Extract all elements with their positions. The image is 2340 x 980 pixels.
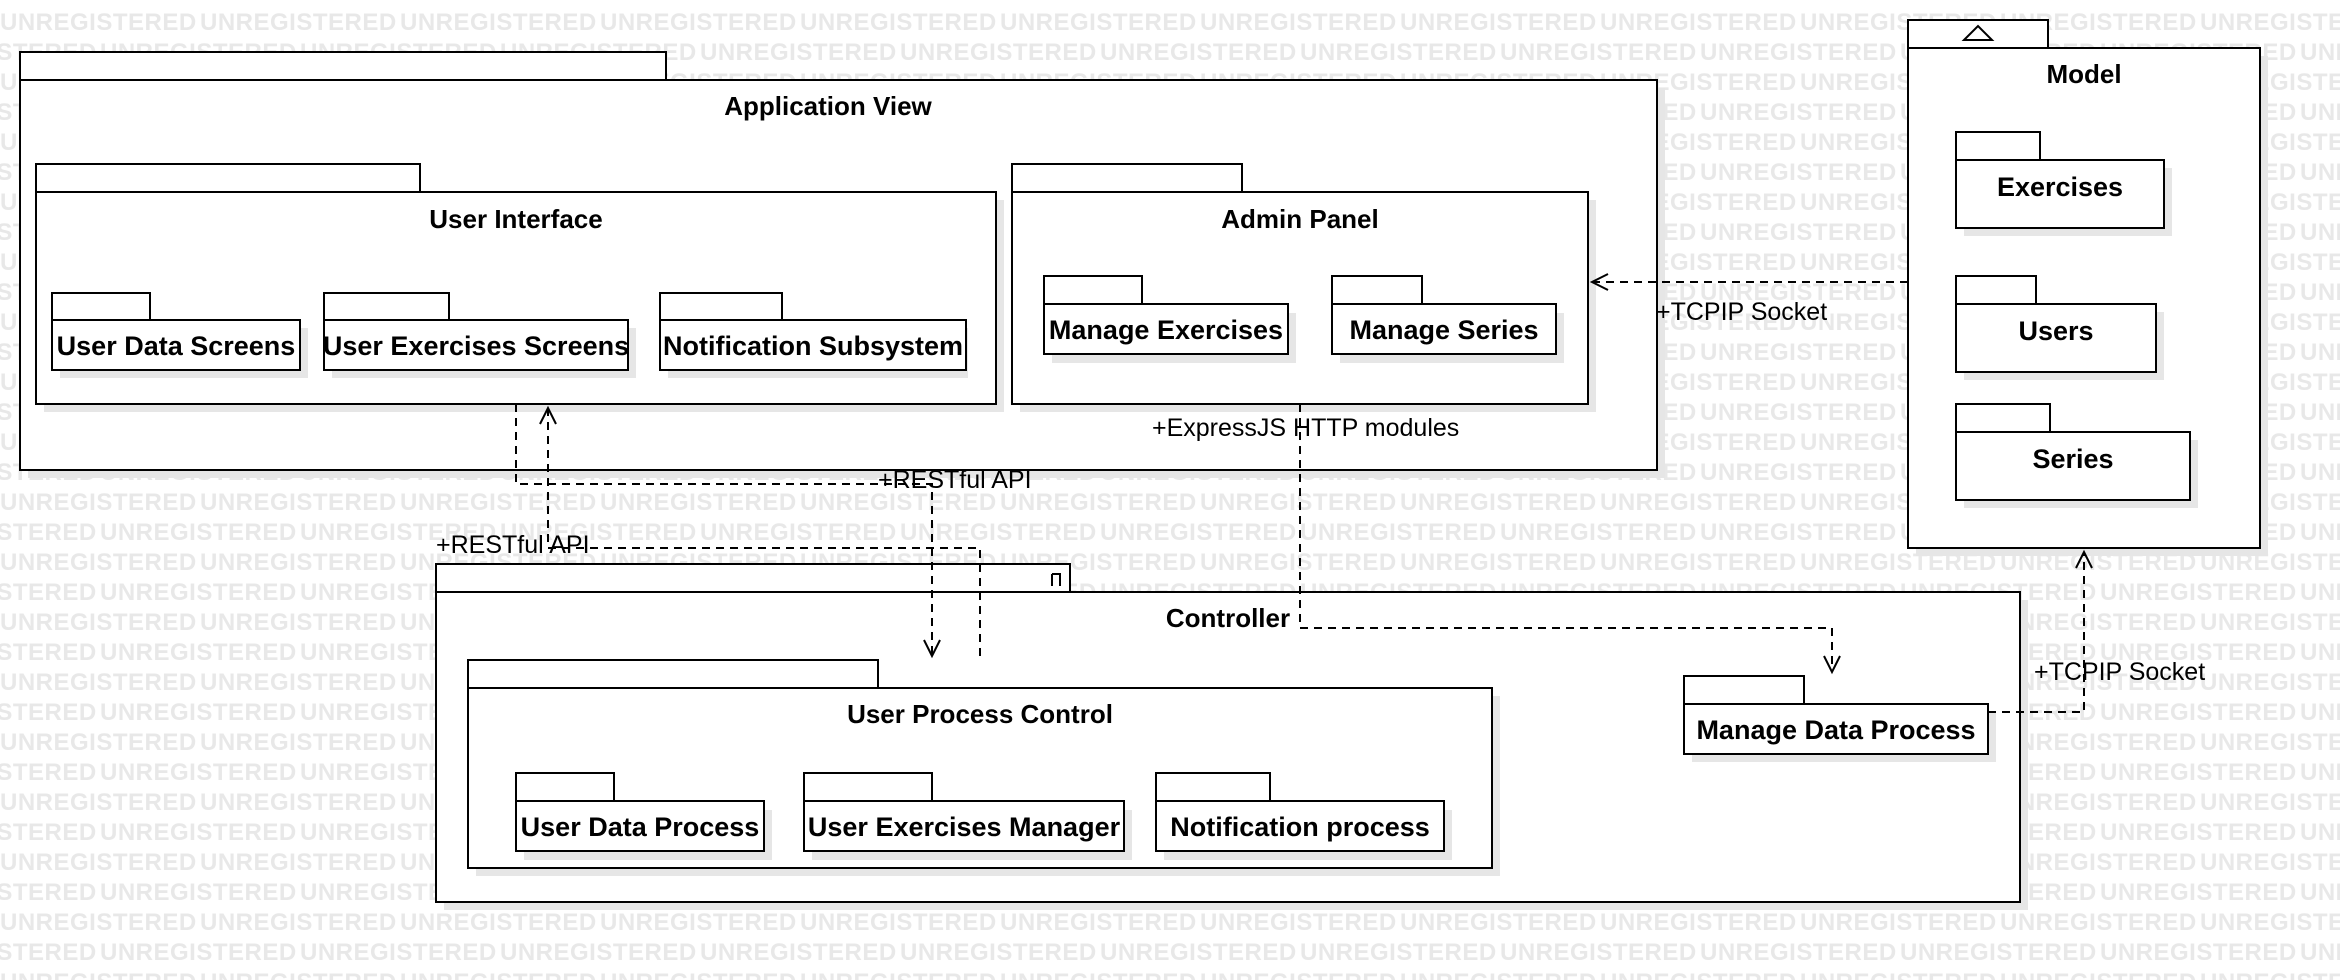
package-title-admin-panel: Admin Panel xyxy=(1221,204,1378,234)
package-manage-series[interactable]: Manage Series xyxy=(1331,275,1564,363)
dependency-model-to-admin-panel[interactable]: +TCPIP Socket xyxy=(1589,273,1908,326)
arrowhead-open xyxy=(539,405,557,425)
package-title-user-interface: User Interface xyxy=(429,204,602,234)
edge-label-model-to-admin: +TCPIP Socket xyxy=(1656,298,1827,326)
dependency-manage-data-process-to-model[interactable]: +TCPIP Socket xyxy=(1988,549,2205,713)
model-stereotype-icon xyxy=(1961,24,1995,41)
controller-stereotype-icon xyxy=(1051,573,1061,586)
package-title-manage-series: Manage Series xyxy=(1349,315,1538,345)
package-user-exercises-screens[interactable]: User Exercises Screens xyxy=(323,292,636,378)
package-title-user-exercises-manager: User Exercises Manager xyxy=(808,812,1121,842)
package-title-users: Users xyxy=(2018,316,2093,346)
dependency-user-interface-to-controller[interactable]: +RESTful API xyxy=(515,404,1032,659)
edge-label-controller-to-ui: +RESTful API xyxy=(436,531,590,559)
package-title-series: Series xyxy=(2032,444,2113,474)
dependency-admin-panel-to-manage-data-process[interactable]: +ExpressJS HTTP modules xyxy=(1152,404,1841,675)
package-title-application-view: Application View xyxy=(724,91,932,121)
arrowhead-open xyxy=(2075,549,2093,569)
package-user-data-screens[interactable]: User Data Screens xyxy=(51,292,308,378)
package-title-notification-process: Notification process xyxy=(1170,812,1430,842)
package-users[interactable]: Users xyxy=(1955,275,2164,380)
package-manage-data-process[interactable]: Manage Data Process xyxy=(1683,675,1996,762)
arrowhead-open xyxy=(923,639,941,659)
package-notification-subsystem[interactable]: Notification Subsystem xyxy=(659,292,968,378)
package-user-exercises-manager[interactable]: User Exercises Manager xyxy=(803,772,1132,860)
dependency-controller-to-user-interface[interactable]: +RESTful API xyxy=(436,405,981,656)
package-user-data-process[interactable]: User Data Process xyxy=(515,772,772,860)
edge-label-manage-data-to-model: +TCPIP Socket xyxy=(2034,658,2205,686)
package-title-user-exercises-screens: User Exercises Screens xyxy=(323,331,629,361)
package-title-user-data-screens: User Data Screens xyxy=(57,331,296,361)
package-series[interactable]: Series xyxy=(1955,403,2198,508)
package-manage-exercises[interactable]: Manage Exercises xyxy=(1043,275,1296,363)
package-title-user-data-process: User Data Process xyxy=(521,812,760,842)
package-notification-process[interactable]: Notification process xyxy=(1155,772,1452,860)
arrowhead-open xyxy=(1823,655,1841,675)
package-title-manage-exercises: Manage Exercises xyxy=(1049,315,1283,345)
edge-label-admin-to-manage-data: +ExpressJS HTTP modules xyxy=(1152,414,1459,442)
package-title-user-process-control: User Process Control xyxy=(847,699,1113,729)
package-exercises[interactable]: Exercises xyxy=(1955,131,2172,236)
package-title-manage-data-process: Manage Data Process xyxy=(1696,715,1975,745)
package-title-model: Model xyxy=(2046,59,2121,89)
package-title-controller: Controller xyxy=(1166,603,1290,633)
arrowhead-open xyxy=(1589,273,1609,291)
package-title-notification-subsystem: Notification Subsystem xyxy=(663,331,963,361)
package-title-exercises: Exercises xyxy=(1997,172,2123,202)
edge-label-ui-to-controller: +RESTful API xyxy=(878,466,1032,494)
